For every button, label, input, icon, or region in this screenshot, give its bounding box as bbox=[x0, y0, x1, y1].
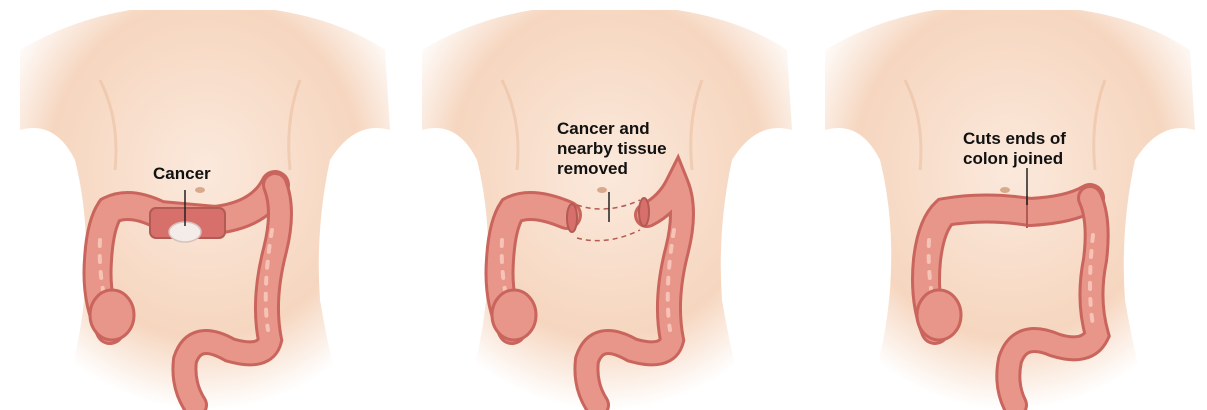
callout-label: Cancer bbox=[153, 164, 211, 184]
label-line: colon joined bbox=[963, 149, 1066, 169]
label-line: Cancer and bbox=[557, 119, 667, 139]
navel bbox=[597, 187, 607, 193]
panel-anastomosis: Cuts ends of colon joined bbox=[805, 0, 1207, 410]
cecum bbox=[492, 290, 536, 340]
label-line: Cuts ends of bbox=[963, 129, 1066, 149]
cut-end bbox=[639, 198, 649, 226]
cecum bbox=[917, 290, 961, 340]
label-line: nearby tissue bbox=[557, 139, 667, 159]
panel-resection: Cancer and nearby tissue removed bbox=[402, 0, 804, 410]
torso-with-colon-cancer bbox=[0, 0, 402, 410]
navel bbox=[195, 187, 205, 193]
label-line: removed bbox=[557, 159, 667, 179]
cecum bbox=[90, 290, 134, 340]
callout-label: Cuts ends of colon joined bbox=[963, 129, 1066, 169]
cut-end bbox=[567, 204, 577, 232]
navel bbox=[1000, 187, 1010, 193]
torso-with-resected-colon bbox=[402, 0, 804, 410]
callout-label: Cancer and nearby tissue removed bbox=[557, 119, 667, 179]
panel-cancer: Cancer bbox=[0, 0, 402, 410]
label-line: Cancer bbox=[153, 164, 211, 184]
torso-with-rejoined-colon bbox=[805, 0, 1207, 410]
